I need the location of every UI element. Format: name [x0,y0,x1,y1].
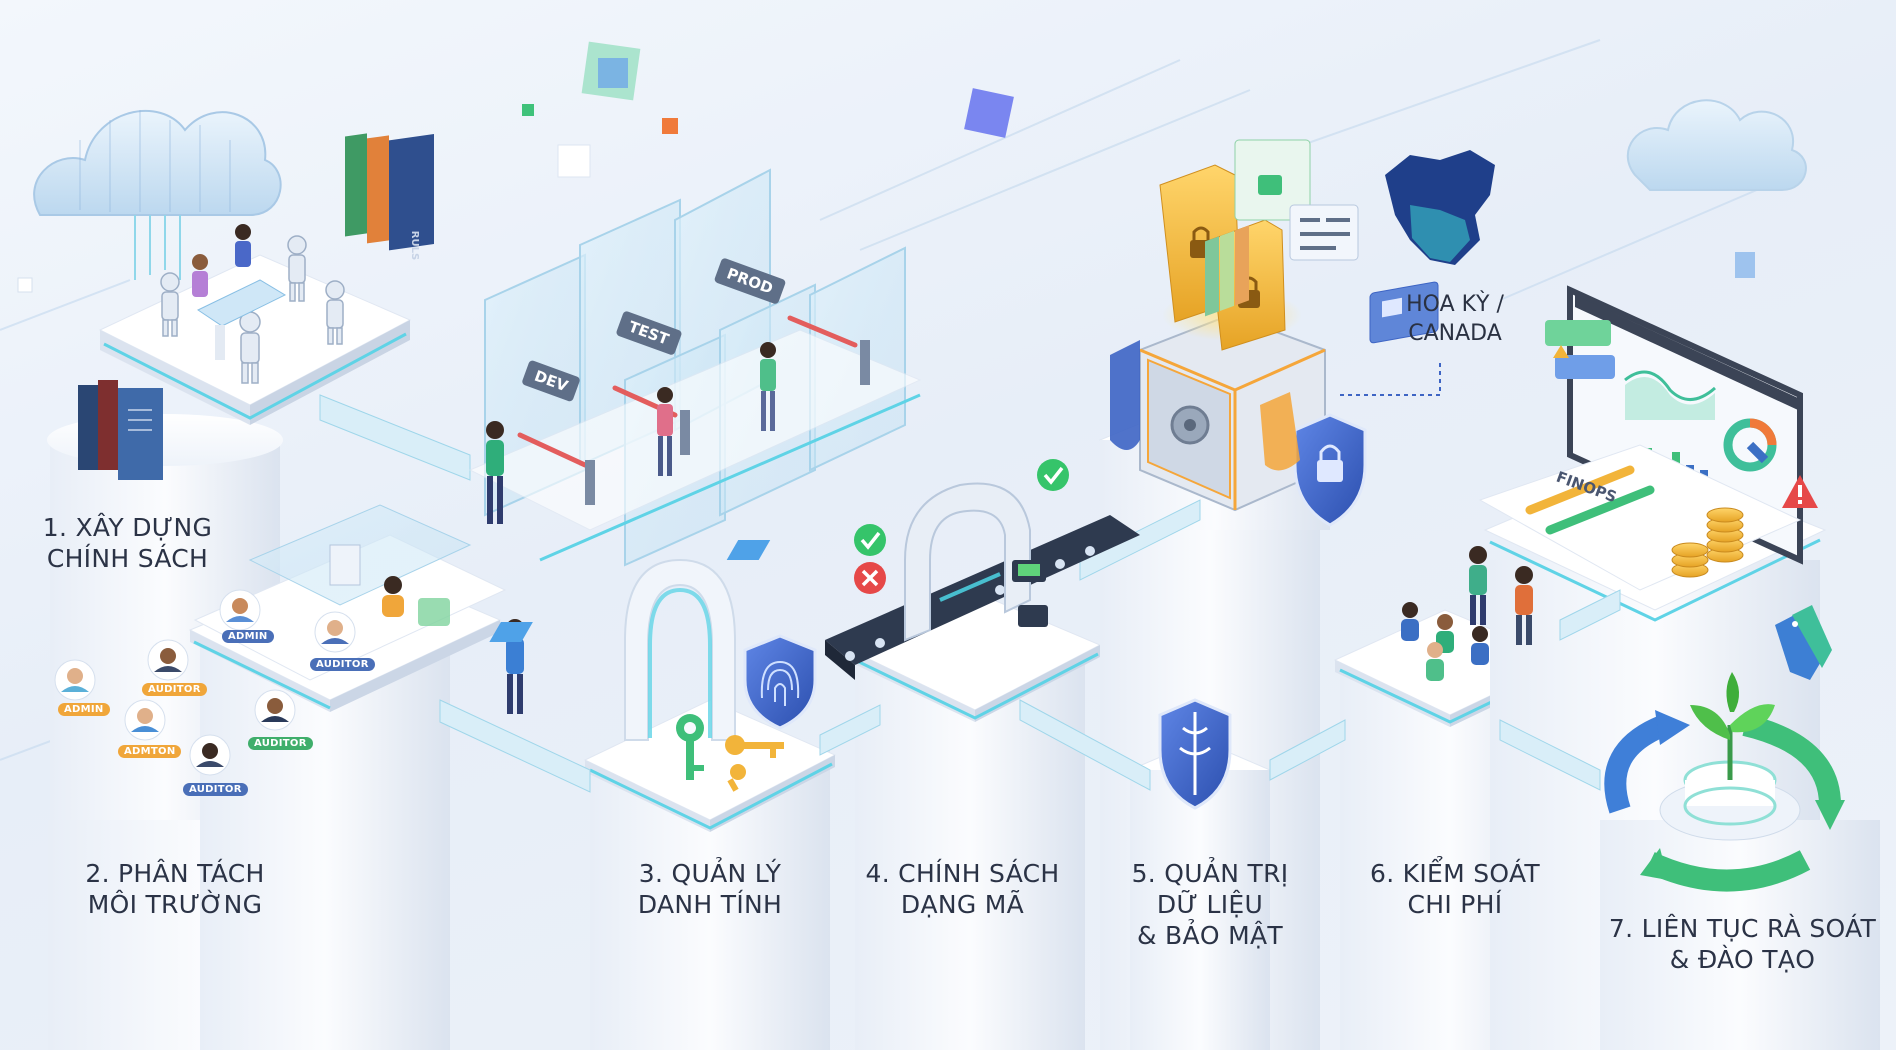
person-icon [486,342,776,524]
holo-table-icon [196,279,287,360]
person-icon [192,224,251,297]
step-label-4: 4. CHÍNH SÁCH DẠNG MÃ [865,859,1060,919]
key-icon [676,714,784,792]
sprout-icon [1690,672,1775,780]
role-platform [193,504,524,714]
scanner-icon [489,482,1140,680]
pillar-4 [848,589,1102,1050]
training-board-icon [1369,281,1439,344]
person-icon [1401,546,1533,681]
recycle-arrows-icon [1604,710,1845,892]
map-icon [1340,150,1495,396]
robot-icon [160,235,345,384]
arch-icon [624,558,736,741]
role-badge-auditor: AUDITOR [142,683,207,696]
step-label-7: 7. LIÊN TỤC RÀ SOÁT & ĐÀO TẠO [1608,914,1877,974]
avatar [54,589,356,776]
book-icon [78,133,434,480]
region-label: HOA KỲ / CANADA [1406,292,1504,346]
role-badge-auditor: AUDITOR [248,737,313,750]
book-title: RULS [409,230,421,261]
role-badge-auditor: AUDITOR [183,783,248,796]
step-label-2: 2. PHÂN TÁCH MÔI TRƯỜNG [85,859,265,919]
cloud-icon [1626,99,1807,191]
fingerprint-shield-icon [743,634,817,730]
cross-icon [854,562,886,594]
role-badge-admin: ADMIN [222,630,274,643]
shield-lock-icon [1110,340,1367,527]
document-lock-icon [1234,139,1359,261]
role-badge-admton: ADMTON [118,745,182,758]
step-label-3: 3. QUẢN LÝ DANH TÍNH [637,859,783,919]
price-tag-icon [1775,605,1832,680]
cloud-icon [33,109,282,280]
coin-icon [1671,507,1744,578]
warning-icon [1782,475,1818,508]
role-badge-admin: ADMIN [58,703,110,716]
floating-cube-icon [17,41,1755,293]
pillar-3 [583,699,837,1050]
pillar-2 [48,559,502,1050]
step-label-6: 6. KIỂM SOÁT CHI PHÍ [1369,859,1541,919]
medical-shield-icon [1158,225,1249,810]
bridges [319,394,1621,793]
role-badge-auditor: AUDITOR [310,658,375,671]
step-label-5: 5. QUẢN TRỊ DỮ LIỆU & BẢO MẬT [1131,859,1289,950]
step-label-1: 1. XÂY DỰNG CHÍNH SÁCH [42,513,213,573]
glass-gate-icon [468,168,922,567]
